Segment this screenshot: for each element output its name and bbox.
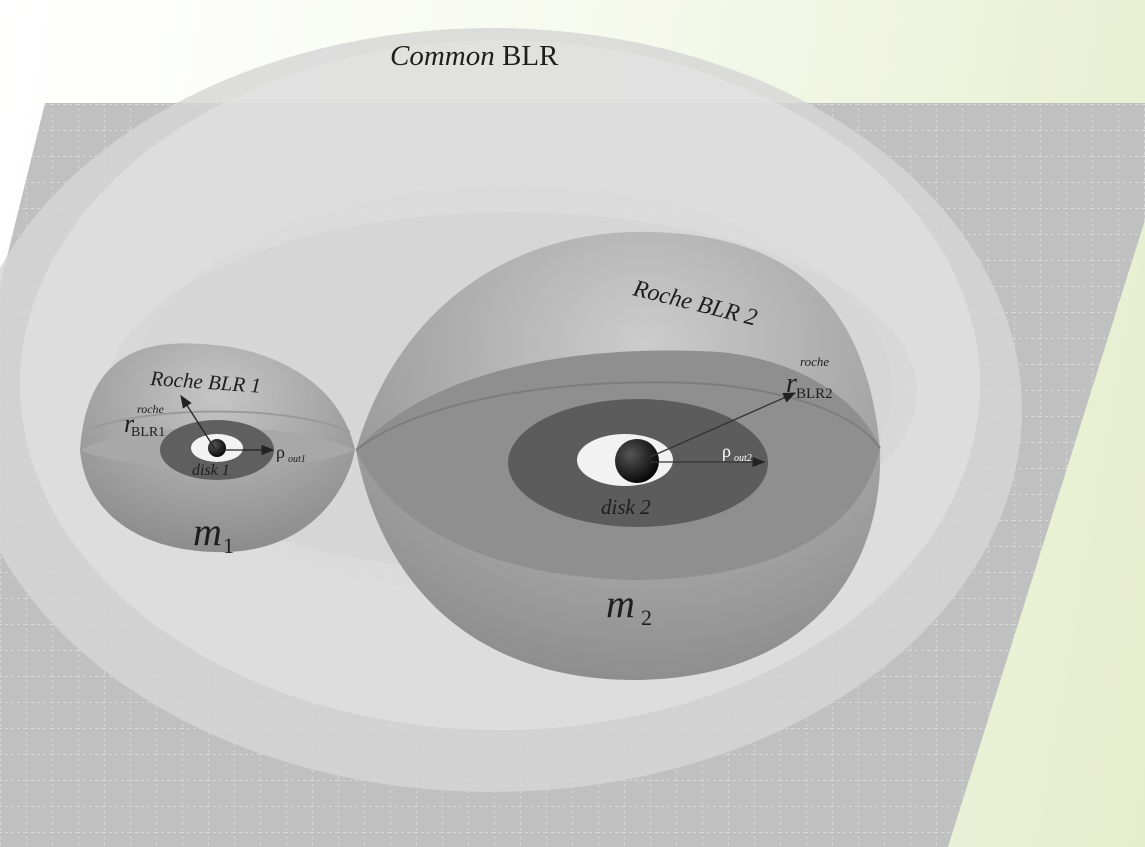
r-blr1-arrow xyxy=(180,394,216,450)
m2-label: m 2 xyxy=(606,581,652,630)
rho-out2-label: ρ out2 xyxy=(722,441,752,464)
common-blr-label: Common BLR xyxy=(390,40,559,72)
m1-label: m 1 xyxy=(193,509,234,558)
disk-2-label: disk 2 xyxy=(601,495,651,519)
r-blr2-arrow xyxy=(649,392,797,458)
r-blr2-label: r roche BLR2 xyxy=(786,353,833,402)
black-hole-2 xyxy=(615,439,659,483)
r-blr1-label: r roche BLR1 xyxy=(124,400,168,440)
black-hole-1 xyxy=(208,439,226,457)
disk-1-label: disk 1 xyxy=(192,462,230,479)
rho-out1-label: ρ out1 xyxy=(276,442,306,465)
